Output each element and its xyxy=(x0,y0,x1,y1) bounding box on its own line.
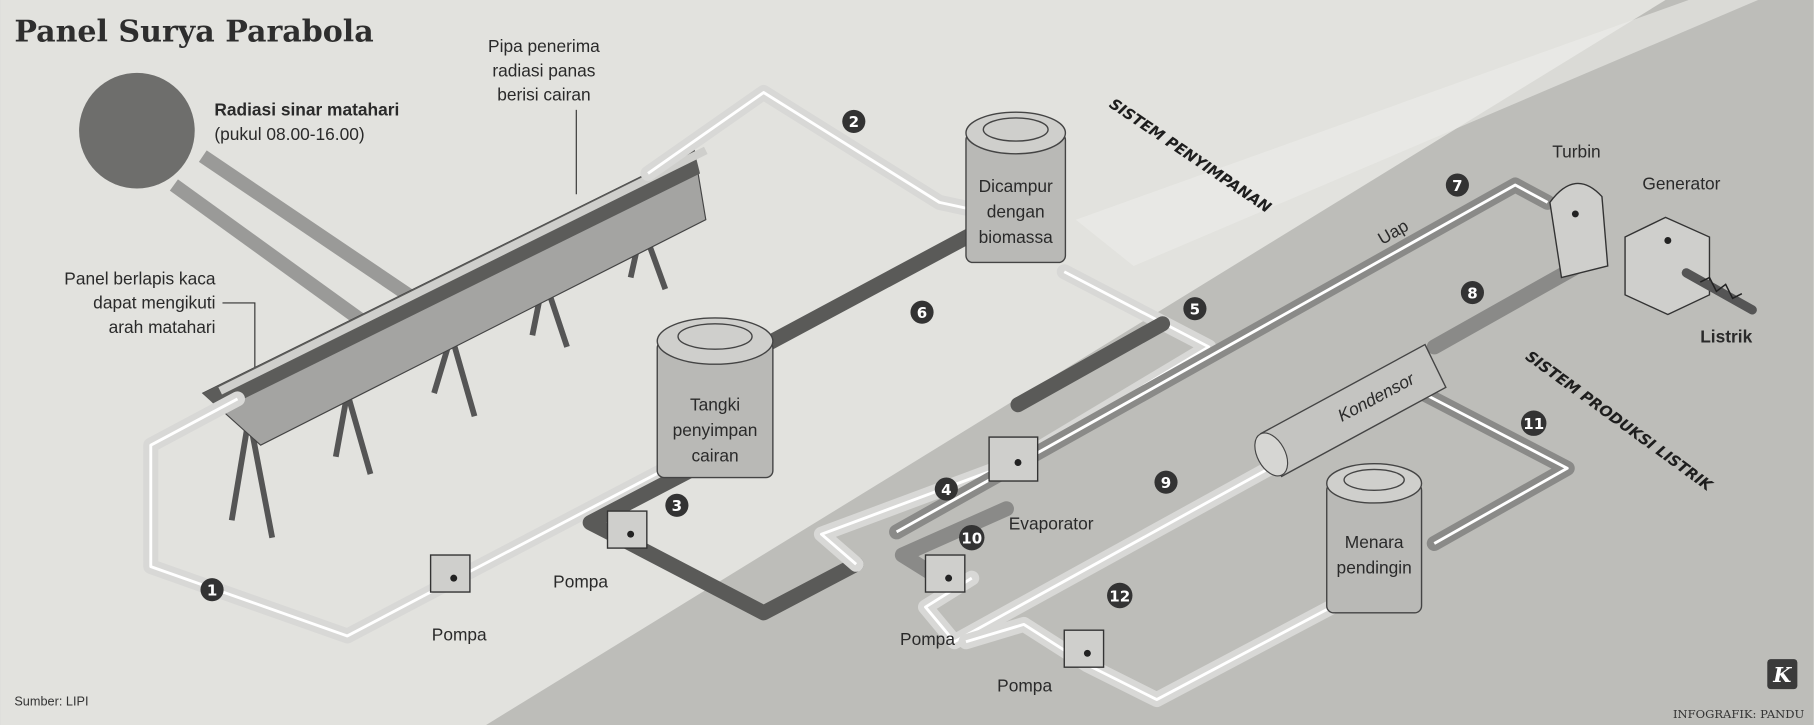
svg-text:1: 1 xyxy=(207,581,217,599)
evaporator-label: Evaporator xyxy=(1009,514,1094,534)
light-diagonal-band xyxy=(1075,0,1759,266)
pipe-core xyxy=(1422,391,1569,545)
svg-text:8: 8 xyxy=(1467,284,1477,302)
step-1: 1 xyxy=(200,578,224,602)
step-4: 4 xyxy=(934,477,958,501)
svg-text:penyimpan: penyimpan xyxy=(673,420,758,440)
evaporator xyxy=(988,436,1039,482)
step-2: 2 xyxy=(842,109,866,133)
biomass-tank: Dicampur dengan biomassa xyxy=(965,111,1067,264)
svg-text:12: 12 xyxy=(1109,587,1130,605)
svg-text:Menara: Menara xyxy=(1345,532,1404,552)
svg-text:dapat mengikuti: dapat mengikuti xyxy=(93,293,215,313)
svg-text:9: 9 xyxy=(1161,474,1171,492)
receiver-pipe xyxy=(218,146,708,395)
svg-text:5: 5 xyxy=(1190,301,1200,319)
generator xyxy=(1624,216,1757,316)
generator-label: Generator xyxy=(1642,174,1720,194)
step-11: 11 xyxy=(1520,410,1547,436)
svg-text:pendingin: pendingin xyxy=(1337,558,1412,578)
electricity-label: Listrik xyxy=(1700,326,1752,346)
step-7: 7 xyxy=(1445,173,1469,197)
storage-tank: Tangki penyimpan cairan xyxy=(656,317,774,479)
svg-text:Panel berlapis kaca: Panel berlapis kaca xyxy=(64,268,216,288)
svg-text:Pipa penerima: Pipa penerima xyxy=(488,36,600,56)
step-markers: 1 2 3 4 5 6 7 8 9 10 11 12 xyxy=(200,109,1547,609)
pipe-core xyxy=(149,397,684,638)
svg-text:dengan: dengan xyxy=(987,201,1045,221)
svg-text:arah matahari: arah matahari xyxy=(109,317,216,337)
step-12: 12 xyxy=(1107,582,1133,609)
pump-label: Pompa xyxy=(553,571,608,591)
pump xyxy=(606,510,648,549)
pipe-6 xyxy=(758,223,986,353)
radiation-title: Radiasi sinar matahari xyxy=(214,100,399,120)
svg-text:radiasi panas: radiasi panas xyxy=(492,60,595,80)
svg-text:4: 4 xyxy=(941,481,951,499)
pump-label: Pompa xyxy=(997,675,1052,695)
pipe-dark-5 xyxy=(1010,316,1171,413)
pipe-core xyxy=(647,91,967,210)
step-3: 3 xyxy=(665,493,689,517)
svg-text:2: 2 xyxy=(849,113,859,131)
credit-text: INFOGRAFIK: PANDU xyxy=(1673,707,1805,721)
sun-icon xyxy=(79,72,195,189)
turbine-label: Turbin xyxy=(1552,141,1600,161)
pipe-8 xyxy=(1426,256,1590,355)
glass-panel-label: Panel berlapis kaca dapat mengikuti arah… xyxy=(64,268,216,337)
svg-text:7: 7 xyxy=(1452,177,1462,195)
pipe-receiver-label: Pipa penerima radiasi panas berisi caira… xyxy=(488,36,600,105)
power-zone-background xyxy=(486,0,1814,725)
svg-text:10: 10 xyxy=(961,529,982,547)
svg-text:6: 6 xyxy=(917,304,927,322)
svg-text:Tangki: Tangki xyxy=(690,394,740,414)
cooling-tower: Menara pendingin xyxy=(1326,462,1423,614)
pump xyxy=(1063,629,1105,668)
svg-text:cairan: cairan xyxy=(691,445,738,465)
svg-text:3: 3 xyxy=(672,497,682,515)
step-10: 10 xyxy=(959,524,985,551)
sun-ray xyxy=(169,179,387,341)
svg-text:Dicampur: Dicampur xyxy=(979,176,1053,196)
radiation-time: (pukul 08.00-16.00) xyxy=(214,124,364,144)
turbine xyxy=(1549,182,1609,279)
logo-letter: K xyxy=(1772,662,1792,687)
step-6: 6 xyxy=(910,300,934,324)
svg-text:biomassa: biomassa xyxy=(979,227,1054,247)
pump xyxy=(429,554,471,593)
source-text: Sumber: LIPI xyxy=(14,693,88,708)
pipe-core xyxy=(895,183,1549,534)
step-8: 8 xyxy=(1460,280,1484,305)
leader-line xyxy=(222,302,256,371)
pump xyxy=(924,554,966,593)
logo-badge xyxy=(1767,659,1798,690)
svg-text:berisi cairan: berisi cairan xyxy=(497,85,590,105)
svg-text:11: 11 xyxy=(1523,415,1544,433)
page-title: Panel Surya Parabola xyxy=(14,15,373,50)
pump-label: Pompa xyxy=(432,625,487,645)
pipe-core xyxy=(819,455,1031,566)
step-5: 5 xyxy=(1183,297,1207,321)
pump-label: Pompa xyxy=(900,629,955,649)
sun-ray xyxy=(198,150,421,307)
step-9: 9 xyxy=(1154,470,1178,494)
